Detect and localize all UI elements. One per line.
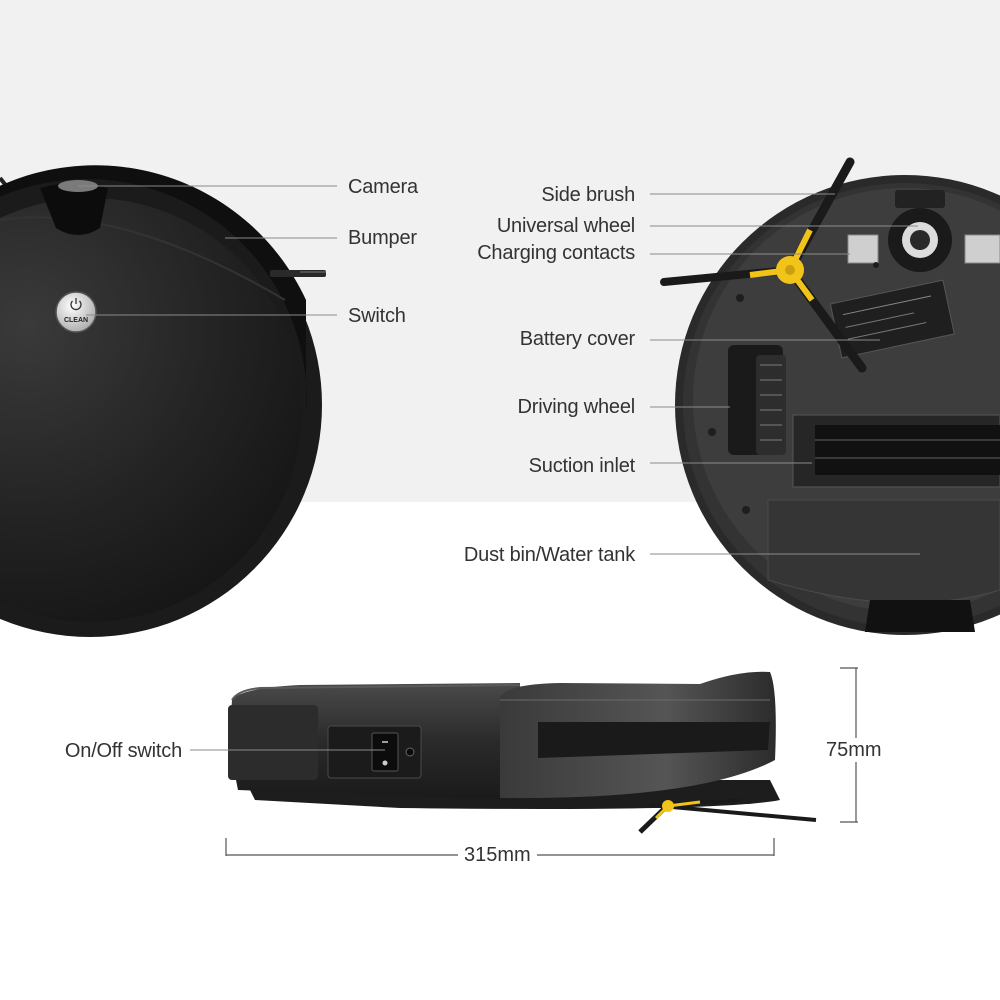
label-suction-inlet: Suction inlet (528, 455, 636, 477)
label-bumper: Bumper (348, 227, 417, 249)
robot-side-view (228, 671, 817, 834)
rocker-switch (371, 732, 399, 772)
label-switch: Switch (348, 305, 406, 327)
label-camera: Camera (348, 176, 418, 198)
label-driving-wheel: Driving wheel (517, 396, 636, 418)
label-on-off-switch: On/Off switch (64, 740, 182, 762)
label-side-brush: Side brush (541, 184, 635, 206)
robot-top-view: CLEAN (0, 165, 326, 637)
robot-bottom-view (660, 157, 1000, 635)
side-brush-graphic (660, 157, 867, 373)
dimension-height: 75mm (820, 738, 888, 762)
label-dust-bin-water-tank: Dust bin/Water tank (463, 544, 635, 566)
label-battery-cover: Battery cover (519, 328, 635, 350)
clean-button-text: CLEAN (64, 317, 88, 324)
label-universal-wheel: Universal wheel (496, 215, 635, 237)
dimension-width: 315mm (458, 843, 537, 867)
clean-button-graphic (55, 291, 97, 333)
label-charging-contacts: Charging contacts (477, 242, 635, 264)
power-icon (70, 298, 82, 311)
leader-lines (78, 185, 920, 751)
